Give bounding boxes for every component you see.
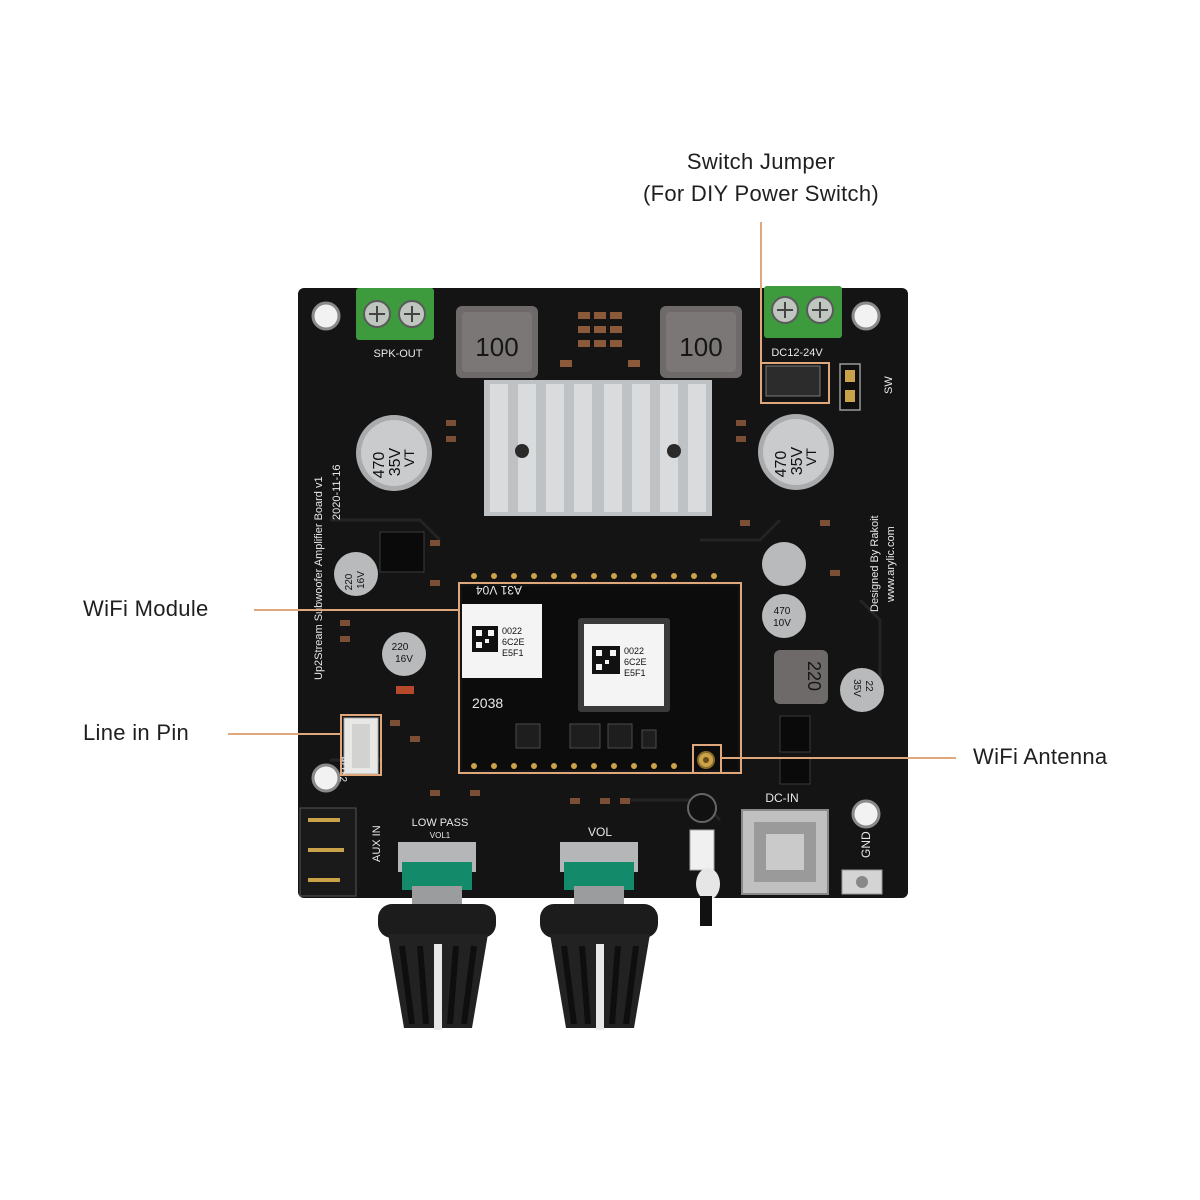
inductor-right (660, 306, 742, 378)
inductor-left (456, 306, 538, 378)
callout-line-switch-jumper (760, 222, 762, 366)
website: www.arylic.com (885, 526, 897, 603)
cap-220-16v-right (762, 542, 806, 586)
gnd-label: GND (859, 831, 873, 858)
qr-left-line3: E5F1 (502, 648, 524, 658)
spk-out-terminal (356, 288, 434, 340)
cap-22-v2: 35V (851, 679, 862, 697)
module-name: A31 V04 (476, 583, 522, 597)
vol-label: VOL (588, 825, 612, 839)
inductor-220-label: 220 (804, 661, 824, 691)
callout-switch-jumper: Switch Jumper (For DIY Power Switch) (600, 146, 922, 210)
vol-knob (540, 904, 658, 1030)
aux-in-jack (299, 807, 357, 897)
sw-label: SW (883, 376, 895, 394)
cap-470-35v-right (758, 414, 834, 490)
aux2-label: AUX2 (337, 756, 348, 783)
callout-line-wifi-module (254, 609, 460, 611)
qr-right-line1: 0022 (624, 646, 644, 656)
callout-switch-jumper-line1: Switch Jumper (686, 149, 836, 174)
module-number: 2038 (472, 695, 503, 711)
callout-line-line-in-pin (228, 733, 342, 735)
cap-left-v1: 470 (371, 452, 388, 479)
vol-potentiometer (560, 842, 638, 904)
vol1-label: VOL1 (430, 831, 451, 840)
board-date: 2020-11-16 (331, 465, 343, 520)
mounting-holes (311, 301, 881, 829)
cap-220a-v1: 220 (344, 573, 355, 590)
low-pass-potentiometer (398, 842, 476, 904)
dc-in-label: DC-IN (765, 791, 798, 805)
cap-220b-v1: 220 (392, 642, 409, 653)
cap-470-10v-v2: 10V (773, 618, 791, 629)
qr-right-line2: 6C2E (624, 657, 647, 667)
cap-470-10v (762, 594, 806, 638)
cap-220-16v-mid (382, 632, 426, 676)
cap-left-v3: VT (401, 449, 417, 467)
board-title: Up2Stream Subwoofer Amplifier Board v1 (313, 476, 325, 680)
aux2-connector (343, 717, 379, 775)
aux-in-label: AUX IN (371, 825, 383, 862)
callout-wifi-module: WiFi Module (83, 596, 209, 621)
cap-220-16v-left (334, 552, 378, 596)
callout-line-wifi-antenna (720, 757, 956, 759)
inductor-left-label: 100 (475, 332, 518, 362)
wifi-antenna-connector (697, 751, 715, 769)
cap-220a-v2: 16V (356, 571, 367, 589)
dc-in-jack (741, 809, 829, 895)
sw-jumper-header (839, 363, 861, 411)
callout-switch-jumper-line2: (For DIY Power Switch) (642, 181, 880, 206)
qr-right-line3: E5F1 (624, 668, 646, 678)
inductor-right-label: 100 (679, 332, 722, 362)
highlight-switch-jumper (760, 362, 830, 404)
cap-right-v2: 35V (789, 446, 806, 475)
heatsink (484, 380, 712, 516)
spk-out-label: SPK-OUT (374, 348, 423, 360)
low-pass-label: LOW PASS (412, 817, 469, 829)
cap-470-35v-left (356, 415, 432, 491)
designed-by: Designed By Rakoit (869, 515, 881, 612)
gnd-terminal (841, 869, 883, 895)
wifi-module: 0022 6C2E E5F1 0022 6C2E E5F1 A31 V04 20… (462, 573, 738, 770)
cap-22-v1: 22 (863, 680, 874, 692)
cap-22-35v (840, 668, 884, 712)
dc-range-label: DC12-24V (771, 347, 823, 359)
callout-wifi-antenna: WiFi Antenna (973, 744, 1108, 769)
qr-left-line2: 6C2E (502, 637, 525, 647)
cap-left-v2: 35V (387, 447, 404, 476)
low-pass-knob (378, 904, 496, 1030)
highlight-line-in-pin (340, 714, 382, 776)
cap-470-10v-v1: 470 (774, 606, 791, 617)
dc-terminal (764, 286, 842, 338)
callout-line-in-pin: Line in Pin (83, 720, 190, 745)
qr-left-line1: 0022 (502, 626, 522, 636)
inductor-220 (774, 650, 828, 704)
highlight-wifi-antenna (692, 744, 722, 774)
cap-right-v3: VT (803, 448, 819, 466)
highlight-wifi-module (458, 582, 742, 774)
cap-220b-v2: 16V (395, 654, 413, 665)
cap-right-v1: 470 (773, 451, 790, 478)
push-button (687, 793, 720, 926)
